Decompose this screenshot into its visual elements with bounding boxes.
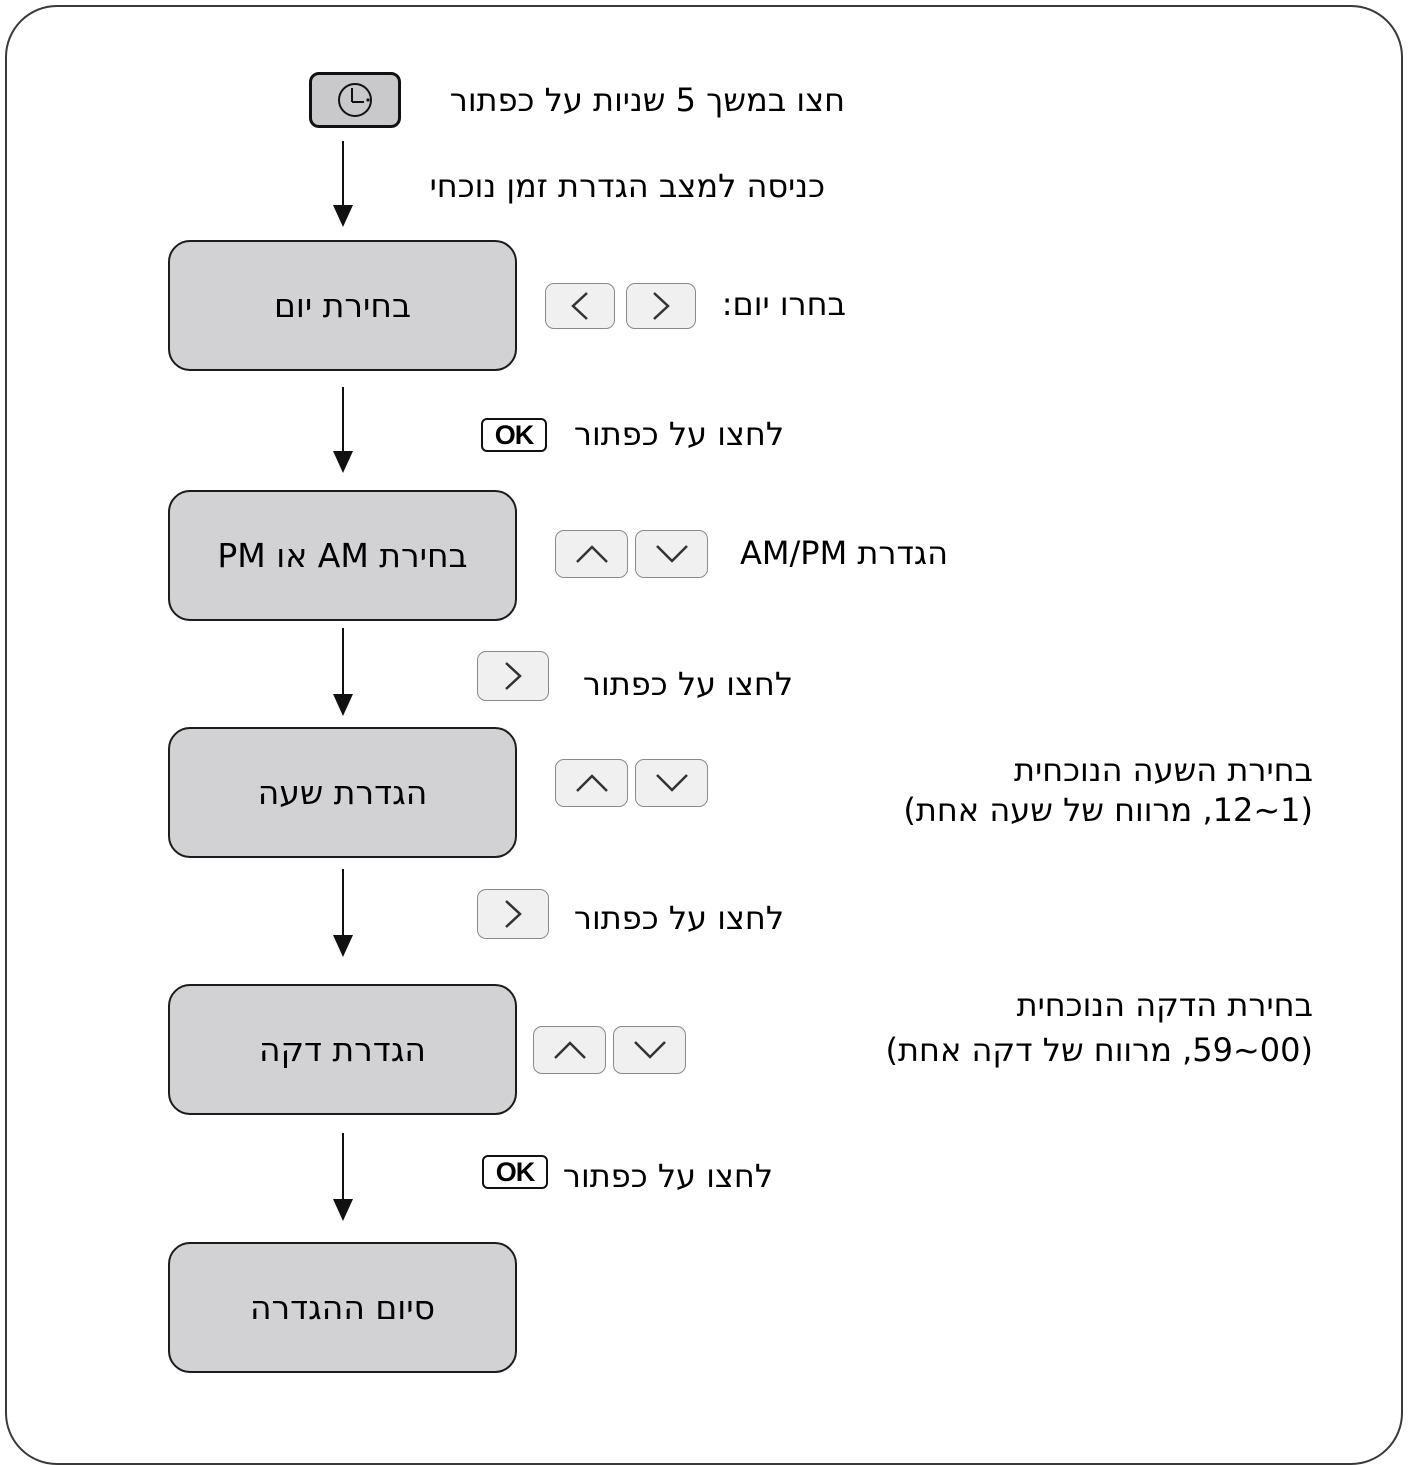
step-finish: סיום ההגדרה xyxy=(168,1242,517,1373)
hour-instruction-line2: (1~12, מרווח של שעה אחת) xyxy=(903,791,1313,829)
up-key xyxy=(533,1026,606,1074)
right-key xyxy=(626,283,696,329)
up-key xyxy=(555,759,628,807)
right-key xyxy=(477,651,549,701)
flow-arrow xyxy=(333,869,353,957)
left-key xyxy=(545,283,615,329)
flow-arrow xyxy=(333,387,353,473)
down-key xyxy=(635,759,708,807)
right-key xyxy=(477,889,549,939)
ok-key-label: OK xyxy=(494,419,534,450)
press-right-text: לחצו על כפתור xyxy=(573,899,784,937)
chevron-down-icon xyxy=(633,1041,666,1059)
flow-arrow xyxy=(333,1133,353,1221)
down-key xyxy=(635,530,708,578)
chevron-right-icon xyxy=(653,292,670,320)
ok-key-label: OK xyxy=(495,1156,535,1187)
press-ok-text: לחצו על כפתור xyxy=(573,415,784,453)
minute-instruction-line1: בחירת הדקה הנוכחית xyxy=(1016,986,1313,1024)
chevron-up-icon xyxy=(553,1041,586,1059)
chevron-down-icon xyxy=(655,774,688,792)
step-label: בחירת AM או PM xyxy=(217,536,468,575)
step-label: הגדרת דקה xyxy=(259,1030,426,1069)
step-label: סיום ההגדרה xyxy=(249,1288,436,1327)
step-label: בחירת יום xyxy=(273,286,412,325)
press-clock-text: חצו במשך 5 שניות על כפתור xyxy=(449,81,845,119)
clock-icon xyxy=(338,83,372,117)
flow-arrow xyxy=(333,628,353,716)
chevron-right-icon xyxy=(505,900,522,928)
ok-key: OK xyxy=(482,1155,548,1189)
chevron-up-icon xyxy=(575,774,608,792)
chevron-right-icon xyxy=(505,662,522,690)
hour-instruction-line1: בחירת השעה הנוכחית xyxy=(1014,751,1313,789)
step-set-minute: הגדרת דקה xyxy=(168,984,517,1115)
choose-day-text: בחרו יום: xyxy=(721,285,846,323)
step-set-hour: הגדרת שעה xyxy=(168,727,517,858)
step-choose-day: בחירת יום xyxy=(168,240,517,371)
set-ampm-text: הגדרת AM/PM xyxy=(739,534,948,572)
enter-mode-text: כניסה למצב הגדרת זמן נוכחי xyxy=(429,167,825,205)
chevron-down-icon xyxy=(655,545,688,563)
step-label: הגדרת שעה xyxy=(257,773,428,812)
up-key xyxy=(555,530,628,578)
press-right-text: לחצו על כפתור xyxy=(582,665,793,703)
step-choose-ampm: בחירת AM או PM xyxy=(168,490,517,621)
flow-arrow xyxy=(333,141,353,227)
clock-button xyxy=(309,72,401,128)
chevron-left-icon xyxy=(571,292,588,320)
minute-instruction-line2: (00~59, מרווח של דקה אחת) xyxy=(885,1031,1313,1069)
down-key xyxy=(613,1026,686,1074)
press-ok-text: לחצו על כפתור xyxy=(562,1157,773,1195)
chevron-up-icon xyxy=(575,545,608,563)
ok-key: OK xyxy=(481,418,547,452)
